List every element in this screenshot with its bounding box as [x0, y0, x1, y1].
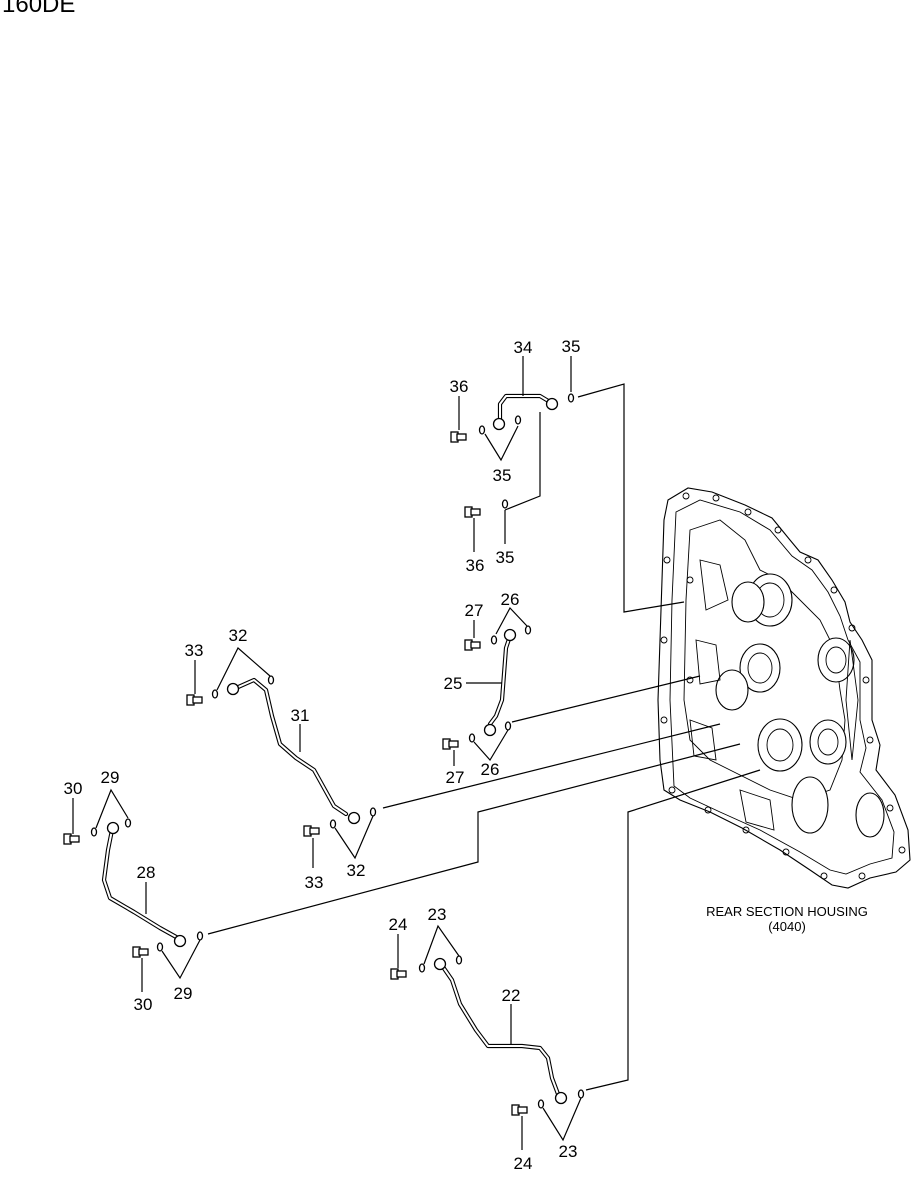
label-33-top[interactable]: 33: [185, 641, 204, 660]
o-ring-26a[interactable]: [490, 635, 498, 645]
banjo-fitting-31b[interactable]: [347, 811, 361, 825]
label-29-top[interactable]: 29: [101, 768, 120, 787]
part-group-31: [186, 647, 377, 868]
banjo-fitting-25a[interactable]: [503, 628, 517, 642]
o-ring-29b[interactable]: [124, 818, 132, 828]
banjo-bolt-33-top[interactable]: [186, 694, 203, 706]
label-28[interactable]: 28: [137, 863, 156, 882]
label-34[interactable]: 34: [514, 338, 533, 357]
o-ring-23d[interactable]: [577, 1089, 585, 1099]
label-26-lower[interactable]: 26: [481, 760, 500, 779]
o-ring-29c[interactable]: [156, 942, 164, 952]
label-30-top[interactable]: 30: [64, 779, 83, 798]
o-ring-32a[interactable]: [211, 689, 219, 699]
banjo-bolt-36-top[interactable]: [450, 431, 467, 443]
label-27-lower[interactable]: 27: [446, 768, 465, 787]
o-ring-32d[interactable]: [369, 807, 377, 817]
banjo-bolt-27-top[interactable]: [464, 639, 481, 651]
part-number-labels: 34 35 36 35 36 35 27 26 25 27 26 33 32 3…: [64, 337, 581, 1173]
o-ring-29d[interactable]: [196, 931, 204, 941]
banjo-fitting-22a[interactable]: [433, 957, 447, 971]
label-23-top[interactable]: 23: [428, 905, 447, 924]
o-ring-23a[interactable]: [418, 963, 426, 973]
banjo-fitting-28a[interactable]: [106, 821, 120, 835]
banjo-fitting-31a[interactable]: [226, 682, 240, 696]
o-ring-35-right[interactable]: [514, 415, 522, 425]
o-ring-26d[interactable]: [504, 721, 512, 731]
part-group-25: [442, 606, 532, 766]
banjo-fitting-22b[interactable]: [554, 1091, 568, 1105]
label-36-top[interactable]: 36: [450, 377, 469, 396]
banjo-bolt-30-lower[interactable]: [132, 946, 149, 958]
label-27-top[interactable]: 27: [465, 601, 484, 620]
o-ring-29a[interactable]: [90, 827, 98, 837]
label-35-top[interactable]: 35: [562, 337, 581, 356]
part-group-22: [390, 924, 585, 1150]
oil-tube-31[interactable]: [233, 677, 349, 817]
o-ring-35-left[interactable]: [478, 425, 486, 435]
banjo-fitting-34b[interactable]: [545, 397, 559, 411]
o-ring-35-lower[interactable]: [501, 499, 509, 509]
oil-tube-22[interactable]: [438, 961, 561, 1097]
o-ring-26b[interactable]: [524, 625, 532, 635]
banjo-bolt-24-lower[interactable]: [511, 1104, 528, 1116]
banjo-fitting-25b[interactable]: [483, 723, 497, 737]
label-29-lower[interactable]: 29: [174, 984, 193, 1003]
banjo-bolt-36-lower[interactable]: [464, 506, 481, 518]
housing-title: REAR SECTION HOUSING: [706, 904, 868, 919]
label-33-lower[interactable]: 33: [305, 873, 324, 892]
banjo-fitting-28b[interactable]: [173, 934, 187, 948]
o-ring-26c[interactable]: [468, 733, 476, 743]
part-group-28: [63, 788, 204, 992]
banjo-bolt-27-lower[interactable]: [442, 738, 459, 750]
banjo-bolt-24-top[interactable]: [390, 968, 407, 980]
o-ring-32c[interactable]: [329, 819, 337, 829]
label-35-mid[interactable]: 35: [493, 466, 512, 485]
oil-tube-28[interactable]: [101, 827, 181, 941]
label-30-lower[interactable]: 30: [134, 995, 153, 1014]
part-group-34: [450, 356, 575, 552]
o-ring-32b[interactable]: [267, 675, 275, 685]
label-24-top[interactable]: 24: [389, 915, 408, 934]
oil-tube-25[interactable]: [487, 633, 513, 727]
banjo-bolt-33-lower[interactable]: [303, 825, 320, 837]
o-ring-23c[interactable]: [537, 1099, 545, 1109]
label-32-top[interactable]: 32: [229, 626, 248, 645]
banjo-bolt-30-top[interactable]: [63, 833, 80, 845]
label-32-lower[interactable]: 32: [347, 861, 366, 880]
label-31[interactable]: 31: [291, 706, 310, 725]
o-ring-23b[interactable]: [455, 955, 463, 965]
label-23-lower[interactable]: 23: [559, 1142, 578, 1161]
housing-code: (4040): [768, 919, 806, 934]
o-ring-35-top[interactable]: [567, 393, 575, 403]
oil-tube-34[interactable]: [497, 393, 553, 429]
label-25[interactable]: 25: [444, 674, 463, 693]
label-22[interactable]: 22: [502, 986, 521, 1005]
rear-section-housing[interactable]: [657, 487, 911, 889]
label-24-lower[interactable]: 24: [514, 1154, 533, 1173]
label-35-lower[interactable]: 35: [496, 548, 515, 567]
banjo-fitting-34a[interactable]: [492, 417, 506, 431]
label-26-top[interactable]: 26: [501, 590, 520, 609]
label-36-lower[interactable]: 36: [466, 556, 485, 575]
model-title: 160DE: [2, 0, 75, 18]
housing-leader-lines: [207, 383, 761, 1091]
